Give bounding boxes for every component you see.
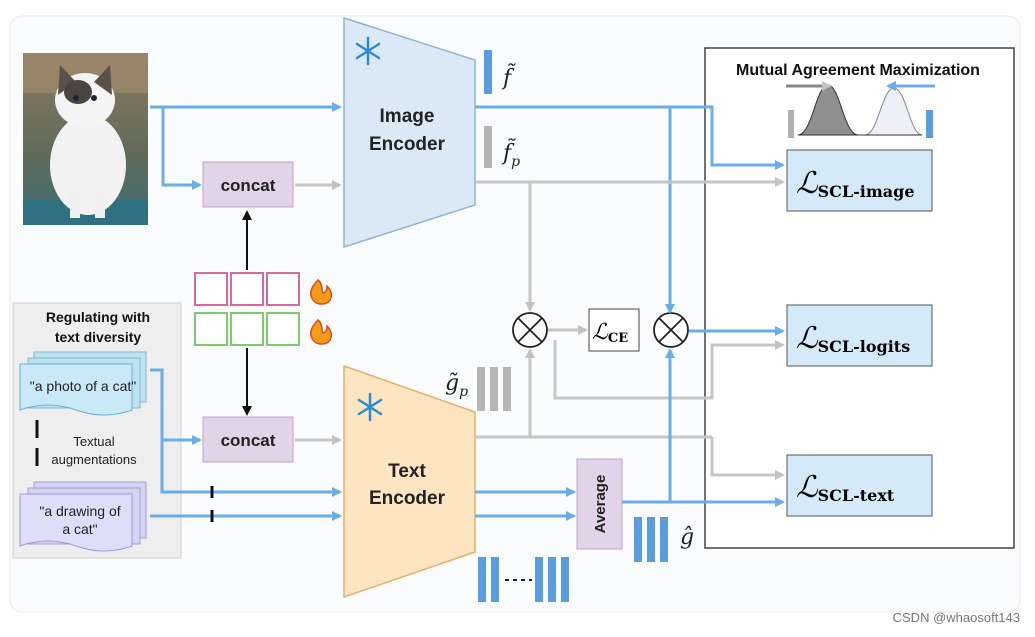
loss-scl-text-box <box>786 454 933 517</box>
text-encoder-label-1: Text <box>388 461 426 482</box>
loss-scl-text-label: ℒSCL-text <box>796 470 895 505</box>
watermark-text: CSDN @whaosoft143 <box>893 610 1020 625</box>
image-encoder-label-2: Encoder <box>369 134 446 155</box>
feature-g-hat-bars <box>634 517 668 562</box>
loss-scl-logits-box <box>786 304 933 367</box>
learnable-prompts-pink <box>194 272 300 306</box>
snowflake-icon <box>357 392 383 422</box>
prompt-card-drawing <box>19 481 147 552</box>
feature-gp-bars <box>477 367 511 411</box>
loss-scl-image-box <box>786 149 933 212</box>
prompt-drawing-text-1: "a drawing of <box>39 503 120 519</box>
distribution-curves <box>786 81 935 138</box>
prompt-card-photo <box>19 351 147 416</box>
loss-ce-label: ℒCE <box>592 320 628 346</box>
augment-text-1: Textual <box>73 434 114 449</box>
prompt-photo-to-encoder-arrow <box>160 440 342 497</box>
concat-text-block <box>202 416 294 463</box>
snowflake-icon <box>355 36 381 66</box>
gp-to-scl-text-arrow <box>710 437 785 480</box>
ce-logits-to-scl-logits-arrow <box>553 340 785 400</box>
feature-fp-bar <box>484 126 492 168</box>
cat-image <box>23 53 148 225</box>
text-encoder-label-2: Encoder <box>369 488 446 509</box>
loss-scl-image-label: ℒSCL-image <box>796 166 915 201</box>
multiply-ce-icon <box>512 312 548 348</box>
prompt-to-concat-arrow <box>150 368 202 445</box>
text-diversity-title-1: Regulating with <box>46 309 150 325</box>
multiply-logits-icon <box>653 312 689 348</box>
average-block <box>576 458 623 550</box>
feature-f-bar <box>484 50 492 94</box>
flame-icon <box>310 278 332 305</box>
mutual-agreement-title: Mutual Agreement Maximization <box>736 62 980 79</box>
feature-gp-label: g̃p <box>445 371 468 400</box>
image-encoder-label-1: Image <box>380 106 435 127</box>
text-token-bars <box>478 557 569 602</box>
concat-text-label: concat <box>221 431 276 450</box>
prompt-drawing-text-2: a cat" <box>62 521 97 537</box>
learnable-prompts-green <box>194 312 300 346</box>
prompt-photo-text: "a photo of a cat" <box>30 378 136 394</box>
feature-g-hat-label: ĝ <box>680 525 694 550</box>
augment-text-2: augmentations <box>51 452 137 467</box>
average-label: Average <box>592 475 609 534</box>
concat-image-label: concat <box>221 176 276 195</box>
text-encoder <box>343 364 476 599</box>
text-diversity-title-2: text diversity <box>55 329 142 345</box>
image-to-concat-arrow <box>161 107 202 190</box>
f-to-scl-image-arrow <box>475 105 785 170</box>
image-encoder <box>343 16 476 249</box>
concat-image-block <box>202 161 294 208</box>
loss-ce-box <box>588 308 640 352</box>
loss-scl-logits-label: ℒSCL-logits <box>796 321 910 356</box>
flame-icon <box>310 318 332 345</box>
